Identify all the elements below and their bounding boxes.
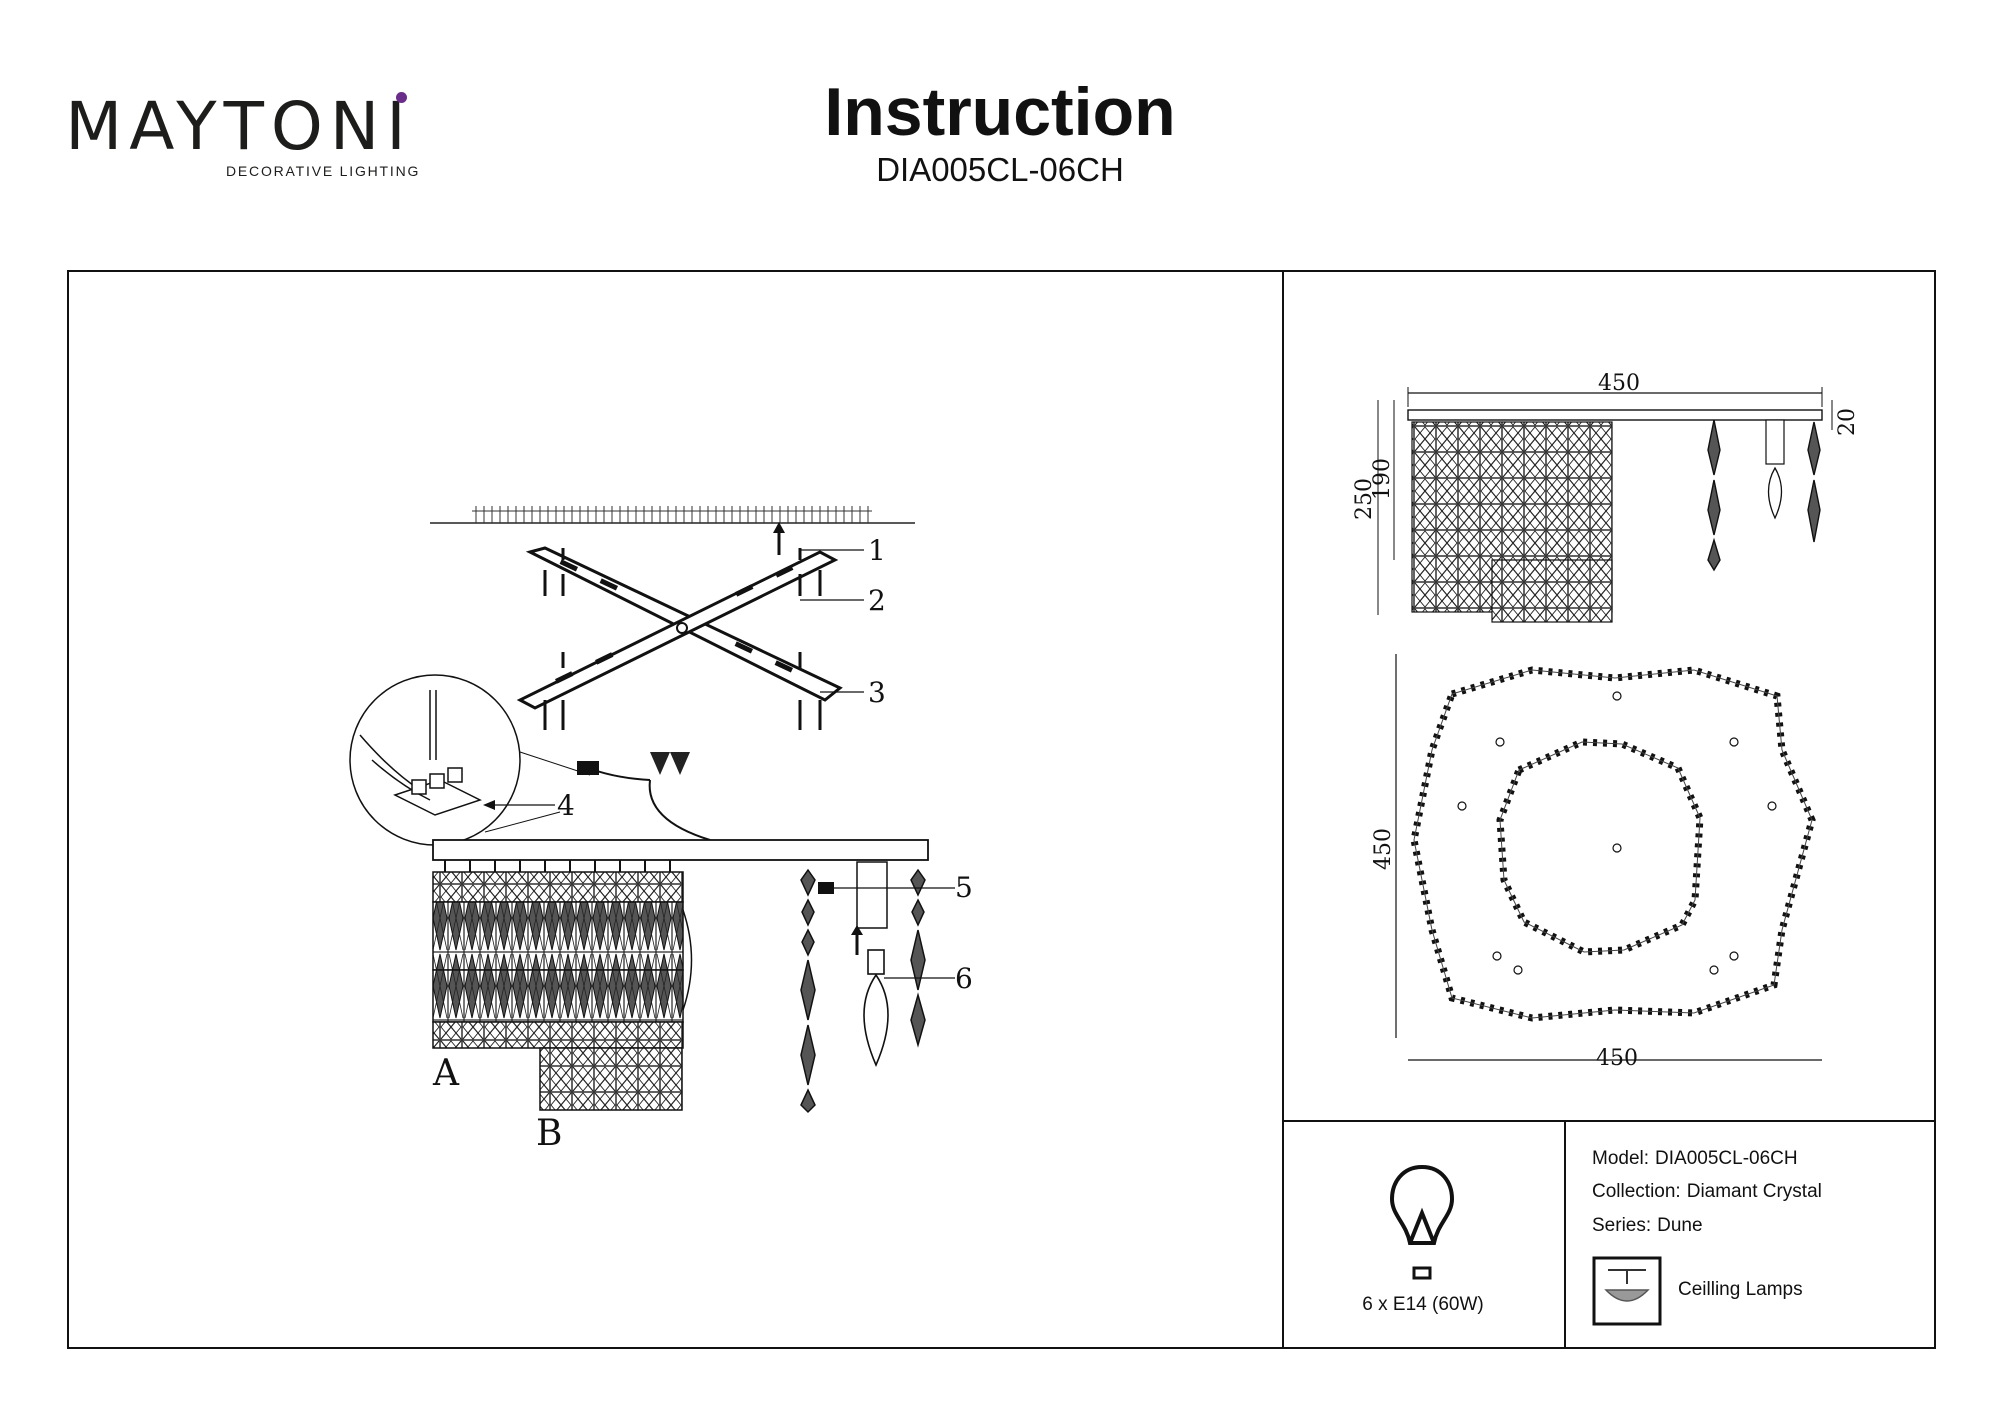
bulb <box>863 949 889 1068</box>
side-height-total-dim: 250 <box>1352 478 1377 520</box>
callout-4: 4 <box>557 789 575 822</box>
product-type: Ceilling Lamps <box>1678 1279 1803 1300</box>
callout-1: 1 <box>868 534 886 567</box>
model-row: Model:DIA005CL-06CH <box>1592 1148 1804 1170</box>
canopy-height-dim: 20 <box>1835 408 1860 436</box>
part-a-label: A <box>432 1053 460 1094</box>
bulb-icon <box>1389 1164 1455 1280</box>
callout-6: 6 <box>955 962 973 995</box>
part-b-label: B <box>536 1113 562 1154</box>
callout-5: 5 <box>955 871 973 904</box>
series-value: Dune <box>1657 1215 1703 1236</box>
spec-divider <box>1564 1120 1566 1349</box>
model-label: Model: <box>1592 1148 1650 1169</box>
ceiling-lamp-icon <box>1592 1256 1662 1326</box>
assembly-diagram: 1 2 3 4 A B <box>349 506 973 1154</box>
page-title: Instruction <box>824 74 1176 150</box>
crystal-strand-left <box>800 868 816 1114</box>
side-width-dim: 450 <box>1598 371 1640 396</box>
frame-divider-vertical <box>1282 270 1284 1349</box>
side-view-drawing: 450 250 190 20 <box>1352 371 1860 623</box>
model-code: DIA005CL-06CH <box>876 151 1124 188</box>
drawing-frame <box>67 270 1936 1349</box>
series-label: Series: <box>1592 1215 1652 1236</box>
model-value: DIA005CL-06CH <box>1655 1148 1798 1169</box>
series-row: Series:Dune <box>1592 1215 1709 1237</box>
frame-divider-horizontal <box>1282 1120 1936 1122</box>
callout-3: 3 <box>868 676 886 709</box>
lamp-spec: 6 x E14 (60W) <box>1362 1294 1484 1315</box>
mounting-bracket <box>516 546 843 710</box>
top-view-drawing: 450 450 <box>1371 654 1822 1071</box>
collection-value: Diamant Crystal <box>1686 1181 1822 1202</box>
side-height-body-dim: 190 <box>1370 458 1395 500</box>
top-height-dim: 450 <box>1371 828 1396 870</box>
collection-row: Collection:Diamant Crystal <box>1592 1181 1828 1203</box>
callout-2: 2 <box>868 584 886 617</box>
brand-logo: MAYTONI <box>65 88 413 165</box>
crystal-strand-right <box>910 868 926 1048</box>
brand-tagline: DECORATIVE LIGHTING <box>226 163 421 179</box>
logo-accent-dot <box>396 92 407 103</box>
collection-label: Collection: <box>1592 1181 1681 1202</box>
top-width-dim: 450 <box>1596 1046 1638 1071</box>
